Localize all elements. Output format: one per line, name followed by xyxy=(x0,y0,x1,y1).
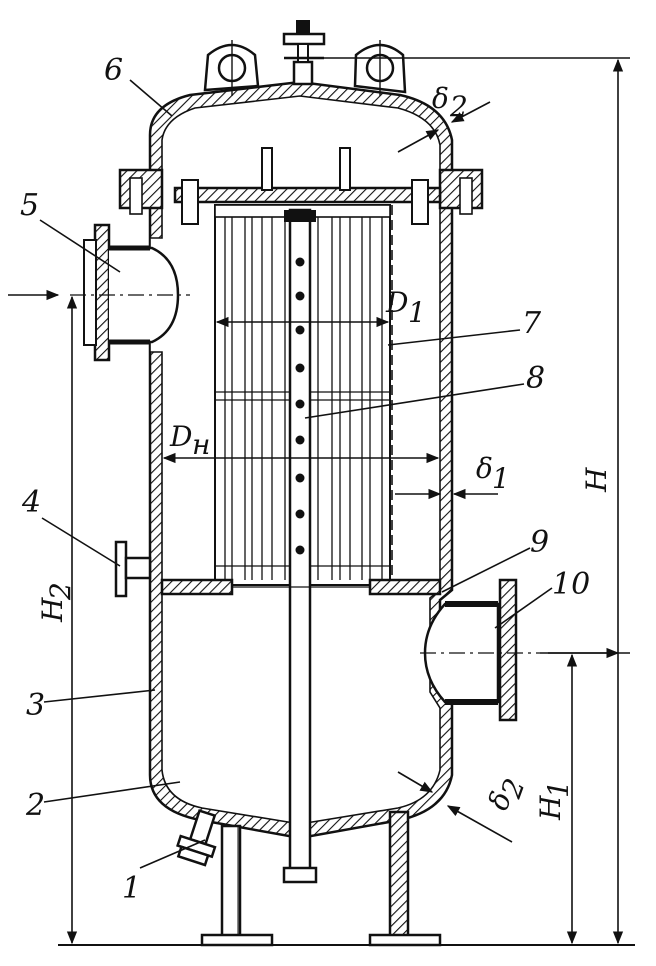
callout-10: 10 xyxy=(552,567,590,602)
dim-dn-sub: н xyxy=(192,428,210,461)
dim-delta1-sub: 1 xyxy=(492,462,510,495)
dim-d1: D xyxy=(385,286,408,319)
air-valve xyxy=(282,20,326,86)
dimension-lines xyxy=(8,57,635,946)
callout-7: 7 xyxy=(522,306,542,341)
lifting-lugs xyxy=(203,40,407,96)
side-nozzle xyxy=(114,540,152,598)
dim-h2-sub: 2 xyxy=(44,582,77,601)
top-flange xyxy=(118,168,484,225)
support-legs xyxy=(200,810,442,947)
central-rod xyxy=(282,208,318,884)
dim-h1: H xyxy=(534,795,567,821)
partition-plate xyxy=(160,578,442,596)
dim-delta2-top: δ xyxy=(432,82,449,115)
callout-2: 2 xyxy=(25,788,45,823)
dim-h1-sub: 1 xyxy=(542,780,575,798)
dim-h: H xyxy=(580,467,613,493)
callout-6: 6 xyxy=(104,53,123,88)
dim-delta2-top-sub: 2 xyxy=(449,90,468,123)
callout-9: 9 xyxy=(530,525,549,560)
callout-4: 4 xyxy=(21,485,41,520)
dim-dn: D xyxy=(169,420,192,453)
dim-d1-sub: 1 xyxy=(408,296,426,329)
callout-3: 3 xyxy=(26,688,45,723)
centerlines xyxy=(70,294,540,654)
inlet-nozzle xyxy=(83,223,180,362)
callout-labels: 1 2 3 4 5 6 7 8 9 10 xyxy=(20,53,590,906)
dim-h2: H xyxy=(36,597,69,623)
leader-lines xyxy=(39,79,553,869)
callout-1: 1 xyxy=(122,871,141,906)
callout-8: 8 xyxy=(526,361,545,396)
callout-5: 5 xyxy=(20,188,39,223)
dim-delta1: δ xyxy=(476,452,493,485)
